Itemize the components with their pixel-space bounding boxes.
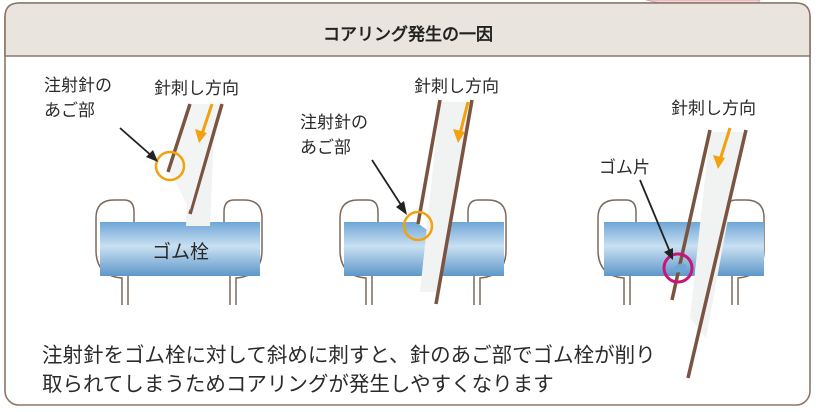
header-band <box>4 2 811 57</box>
rubber-stopper <box>100 222 260 276</box>
needle-wall-right <box>686 129 748 379</box>
panel-3 <box>597 127 765 379</box>
direction-arrow-head-1 <box>195 129 207 143</box>
needle-lumen <box>170 104 220 210</box>
direction-label-1: 針刺し方向 <box>154 79 239 99</box>
rubber-fragment-label: ゴム片 <box>599 158 650 178</box>
needle-jaw-highlight <box>402 210 434 242</box>
stopper-label: ゴム栓 <box>152 241 210 263</box>
diagram-title: コアリング発生の一因 <box>323 25 493 45</box>
rubber-stopper-right <box>438 222 504 276</box>
pointer-line-2 <box>371 159 404 209</box>
needle-wall-right <box>188 103 224 215</box>
needle-wall-right <box>434 99 474 305</box>
rubber-fragment <box>673 263 687 273</box>
needle-jaw-label-line1: 注射針の <box>300 113 368 133</box>
pointer-line-3 <box>639 179 671 253</box>
pointer-line-1 <box>119 127 154 158</box>
needle-lumen <box>420 102 470 292</box>
needle-lumen <box>690 132 744 338</box>
direction-label-3: 針刺し方向 <box>671 99 756 119</box>
direction-arrow-head-2 <box>453 129 465 143</box>
needle-wall-left <box>416 99 442 225</box>
direction-arrow-head-3 <box>713 155 725 169</box>
direction-arrow-line-3 <box>718 127 732 161</box>
panel-1 <box>95 103 263 305</box>
caption-line-2: 取られてしまうためコアリングが発生しやすくなります <box>42 372 554 396</box>
panel-2 <box>339 99 507 305</box>
needle-wall-left <box>166 103 192 173</box>
pointer-head-2 <box>396 201 407 215</box>
pointer-head-3 <box>664 248 673 260</box>
needle-jaw-label-line2: あご部 <box>44 101 95 121</box>
needle-jaw-label-line1: 注射針の <box>44 76 112 96</box>
caption-line-1: 注射針をゴム栓に対して斜めに刺すと、針のあご部でゴム栓が削り <box>42 343 656 367</box>
direction-label-2: 針刺し方向 <box>414 77 499 97</box>
needle-jaw-highlight <box>154 150 186 182</box>
fragment-highlight <box>662 252 694 284</box>
pointer-head-1 <box>146 150 158 162</box>
direction-arrow-line-2 <box>458 101 470 135</box>
direction-arrow-line-1 <box>200 103 214 135</box>
rubber-stopper <box>344 222 432 276</box>
needle-jaw-label-line2: あご部 <box>300 138 351 158</box>
